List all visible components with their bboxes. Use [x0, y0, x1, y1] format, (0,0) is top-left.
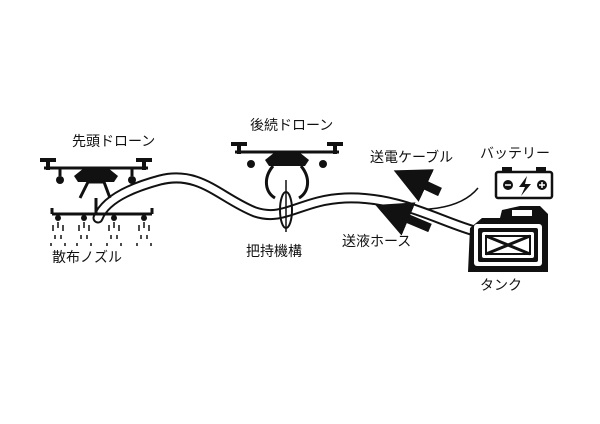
tank: [468, 206, 548, 272]
battery: [494, 167, 554, 200]
spray-nozzles: [50, 198, 154, 246]
power-flow-arrow: [393, 169, 442, 202]
label-spray-nozzle: 散布ノズル: [52, 250, 122, 266]
nozzle: [136, 215, 152, 246]
liquid-flow-arrow: [375, 202, 432, 236]
label-follow-drone: 後続ドローン: [250, 117, 333, 134]
lightning-icon: [519, 176, 531, 196]
label-power-cable: 送電ケーブル: [370, 149, 453, 166]
holding-mechanism: [279, 180, 293, 232]
nozzle: [76, 215, 92, 246]
label-holding-mechanism: 把持機構: [246, 244, 302, 260]
label-lead-drone: 先頭ドローン: [72, 134, 155, 150]
label-tank: タンク: [480, 278, 522, 294]
label-liquid-hose: 送液ホース: [342, 234, 411, 250]
lead-drone: [40, 158, 152, 199]
label-battery: バッテリー: [480, 146, 550, 162]
nozzle: [106, 215, 122, 246]
nozzle: [50, 215, 66, 246]
follow-drone: [231, 142, 343, 200]
